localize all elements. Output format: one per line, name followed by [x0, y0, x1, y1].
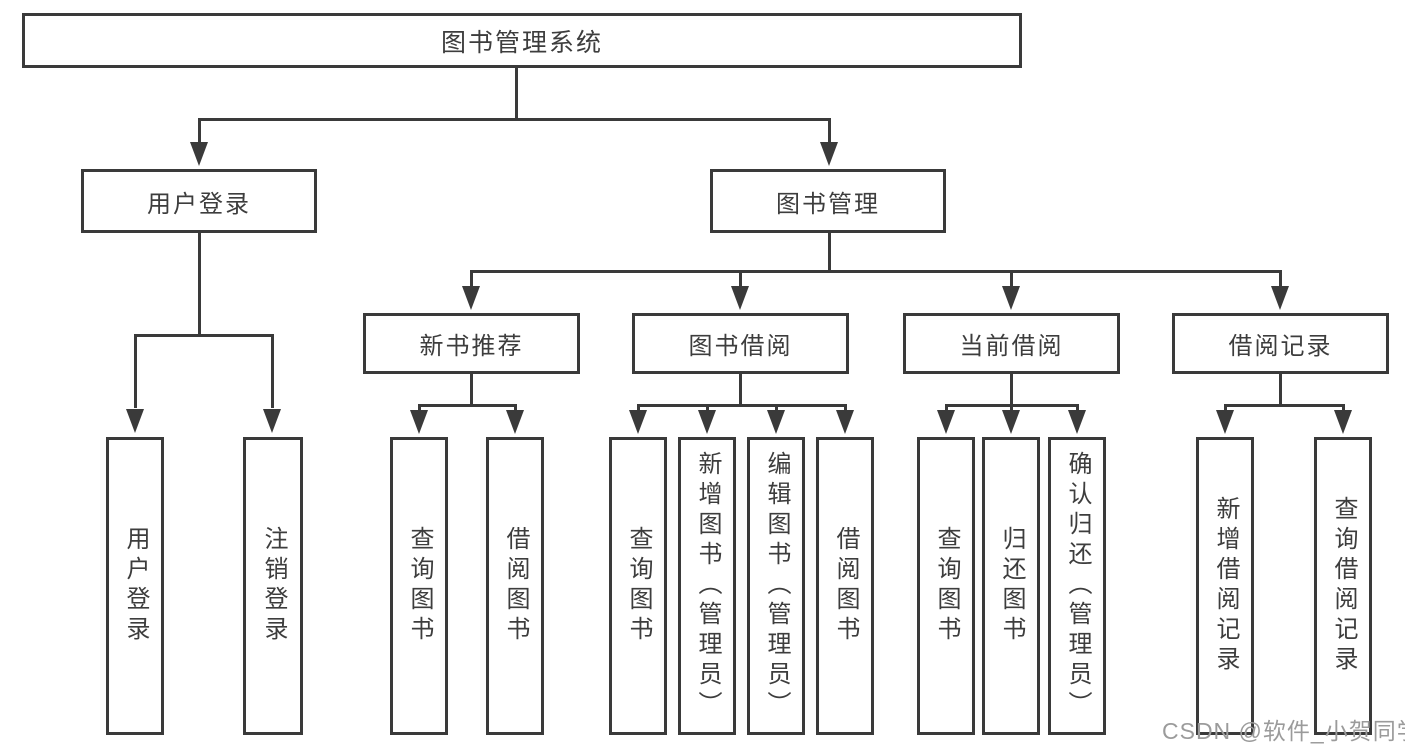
connector-hline: [1224, 404, 1344, 407]
leaf-logout-box: 注销登录: [243, 437, 303, 735]
connector-vline: [271, 334, 274, 408]
node-label: 借阅图书: [832, 526, 859, 646]
connector-vline: [515, 67, 518, 119]
leaf-add-borrow-record-box: 新增借阅记录: [1196, 437, 1254, 735]
connector-vline: [945, 404, 948, 412]
connector-vline: [828, 118, 831, 146]
node-label: 新增图书（管理员）: [694, 451, 721, 721]
node-label: 新增借阅记录: [1212, 496, 1239, 676]
connector-vline: [418, 404, 421, 412]
leaf-query-books-box: 查询图书: [917, 437, 975, 735]
leaf-borrow-books-box: 借阅图书: [816, 437, 874, 735]
node-book-borrowing-box: 图书借阅: [632, 313, 849, 374]
connector-vline: [470, 270, 473, 286]
arrow-down-icon: [1002, 286, 1020, 310]
arrow-down-icon: [462, 286, 480, 310]
arrow-down-icon: [731, 286, 749, 310]
leaf-confirm-return-admin-box: 确认归还（管理员）: [1048, 437, 1106, 735]
node-label: 查询图书: [933, 526, 960, 646]
node-book-management-box: 图书管理: [710, 169, 946, 233]
connector-hline: [198, 118, 831, 121]
connector-vline: [844, 404, 847, 412]
arrow-down-icon: [629, 410, 647, 434]
leaf-return-books-box: 归还图书: [982, 437, 1040, 735]
connector-vline: [706, 404, 709, 412]
arrow-down-icon: [410, 410, 428, 434]
node-label: 归还图书: [998, 526, 1025, 646]
connector-vline: [739, 270, 742, 286]
arrow-down-icon: [1002, 410, 1020, 434]
node-label: 借阅记录: [1228, 333, 1333, 360]
connector-hline: [470, 270, 1281, 273]
connector-vline: [470, 373, 473, 406]
connector-vline: [134, 334, 137, 408]
node-label: 图书借阅: [688, 333, 793, 360]
csdn-watermark: CSDN @软件_小贺同学: [1162, 718, 1405, 744]
arrow-down-icon: [698, 410, 716, 434]
connector-vline: [828, 232, 831, 272]
connector-hline: [637, 404, 846, 407]
node-label: 图书管理: [776, 190, 880, 218]
connector-vline: [198, 118, 201, 146]
leaf-query-books-box: 查询图书: [390, 437, 448, 735]
node-label: 图书管理系统: [440, 28, 603, 57]
node-user-login-box: 用户登录: [81, 169, 317, 233]
arrow-down-icon: [820, 142, 838, 166]
connector-vline: [739, 373, 742, 406]
leaf-edit-books-admin-box: 编辑图书（管理员）: [747, 437, 805, 735]
arrow-down-icon: [767, 410, 785, 434]
connector-vline: [1342, 404, 1345, 412]
node-current-borrowing-box: 当前借阅: [903, 313, 1120, 374]
node-label: 当前借阅: [959, 333, 1064, 360]
node-label: 用户登录: [147, 190, 251, 218]
arrow-down-icon: [836, 410, 854, 434]
connector-hline: [418, 404, 517, 407]
node-label: 查询图书: [625, 526, 652, 646]
connector-hline: [134, 334, 274, 337]
leaf-query-books-box: 查询图书: [609, 437, 667, 735]
node-label: 用户登录: [122, 526, 149, 646]
connector-vline: [637, 404, 640, 412]
node-new-book-recommend-box: 新书推荐: [363, 313, 580, 374]
node-label: 注销登录: [260, 526, 287, 646]
connector-vline: [1010, 404, 1013, 412]
arrow-down-icon: [190, 142, 208, 166]
connector-vline: [1010, 270, 1013, 286]
arrow-down-icon: [263, 409, 281, 433]
node-label: 新书推荐: [419, 333, 524, 360]
node-label: 查询借阅记录: [1330, 496, 1357, 676]
connector-vline: [198, 232, 201, 336]
connector-vline: [1076, 404, 1079, 412]
node-label: 查询图书: [406, 526, 433, 646]
leaf-user-login-box: 用户登录: [106, 437, 164, 735]
connector-vline: [1279, 270, 1282, 286]
connector-vline: [1010, 373, 1013, 406]
connector-vline: [1224, 404, 1227, 412]
connector-vline: [775, 404, 778, 412]
arrow-down-icon: [1271, 286, 1289, 310]
arrow-down-icon: [1334, 410, 1352, 434]
node-root-box: 图书管理系统: [22, 13, 1022, 68]
leaf-query-borrow-record-box: 查询借阅记录: [1314, 437, 1372, 735]
arrow-down-icon: [126, 409, 144, 433]
arrow-down-icon: [937, 410, 955, 434]
connector-vline: [514, 404, 517, 412]
arrow-down-icon: [1216, 410, 1234, 434]
connector-vline: [1279, 373, 1282, 406]
leaf-borrow-books-box: 借阅图书: [486, 437, 544, 735]
node-label: 借阅图书: [502, 526, 529, 646]
arrow-down-icon: [1068, 410, 1086, 434]
arrow-down-icon: [506, 410, 524, 434]
node-borrowing-records-box: 借阅记录: [1172, 313, 1389, 374]
node-label: 编辑图书（管理员）: [763, 451, 790, 721]
node-label: 确认归还（管理员）: [1064, 451, 1091, 721]
leaf-add-books-admin-box: 新增图书（管理员）: [678, 437, 736, 735]
